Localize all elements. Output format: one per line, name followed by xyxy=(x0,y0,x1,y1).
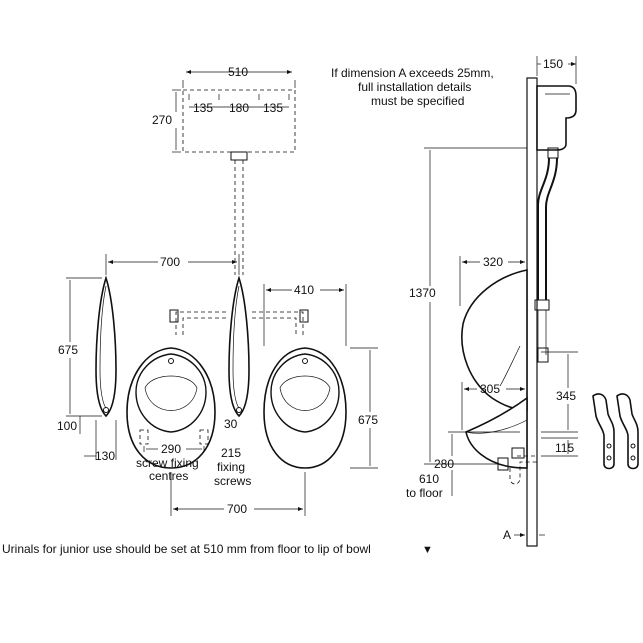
screw-centres-text-2: centres xyxy=(149,469,188,483)
dim-280-label: 280 xyxy=(434,457,454,471)
dim-a-label: A xyxy=(503,528,511,542)
cistern-depth-label: 150 xyxy=(543,57,563,71)
height-1370-label: 1370 xyxy=(409,286,436,300)
panel-bottom-label: 100 xyxy=(57,419,77,433)
cistern-fix1-label: 135 xyxy=(193,101,213,115)
gap-label: 30 xyxy=(224,417,238,431)
wall-section xyxy=(526,77,538,547)
panel-side xyxy=(461,269,528,411)
fixing-screws-text-1: fixing xyxy=(217,460,245,474)
flush-pipework xyxy=(169,160,309,335)
fixing-brackets xyxy=(592,393,639,470)
panel-spacing-label: 700 xyxy=(160,255,180,269)
screw-centres-label: 290 xyxy=(161,442,181,456)
cistern-side xyxy=(536,85,577,159)
division-panel-left xyxy=(95,275,117,418)
bowl-width-label: 410 xyxy=(294,283,314,297)
dim-115-label: 115 xyxy=(555,441,574,455)
division-panel-middle xyxy=(228,275,250,418)
projection-label: 320 xyxy=(483,255,503,269)
dim-345-label: 345 xyxy=(556,389,576,403)
floor-value-label: 610 xyxy=(419,472,439,486)
cistern-width-label: 510 xyxy=(228,65,248,79)
bowl-height-label: 675 xyxy=(358,413,378,427)
fixing-screws-text-2: screws xyxy=(214,474,251,488)
cistern-front: 510 135 180 135 270 xyxy=(152,65,296,161)
trap-side xyxy=(497,447,537,485)
flush-pipe-side xyxy=(534,157,558,363)
cistern-fix3-label: 135 xyxy=(263,101,283,115)
side-view: If dimension A exceeds 25mm, full instal… xyxy=(331,56,578,547)
panel-width-label: 130 xyxy=(95,449,115,463)
cistern-fix2-label: 180 xyxy=(229,101,249,115)
bowl-depth-label: 305 xyxy=(480,382,500,396)
junior-note: Urinals for junior use should be set at … xyxy=(2,542,371,556)
down-arrow-icon: ▼ xyxy=(422,544,433,556)
urinal-bowl-left xyxy=(126,347,216,469)
note-line-1: If dimension A exceeds 25mm, xyxy=(331,66,494,80)
urinal-bowl-right xyxy=(263,347,347,469)
screw-centres-text-1: screw fixing xyxy=(136,456,199,470)
note-line-2: full installation details xyxy=(358,80,471,94)
floor-text-label: to floor xyxy=(406,486,443,500)
fixing-screws-label: 215 xyxy=(221,446,241,460)
note-line-3: must be specified xyxy=(371,94,464,108)
cistern-height-label: 270 xyxy=(152,113,172,127)
panel-height-label: 675 xyxy=(58,343,78,357)
bowl-spacing-label: 700 xyxy=(227,502,247,516)
front-view: 510 135 180 135 270 xyxy=(57,65,378,516)
